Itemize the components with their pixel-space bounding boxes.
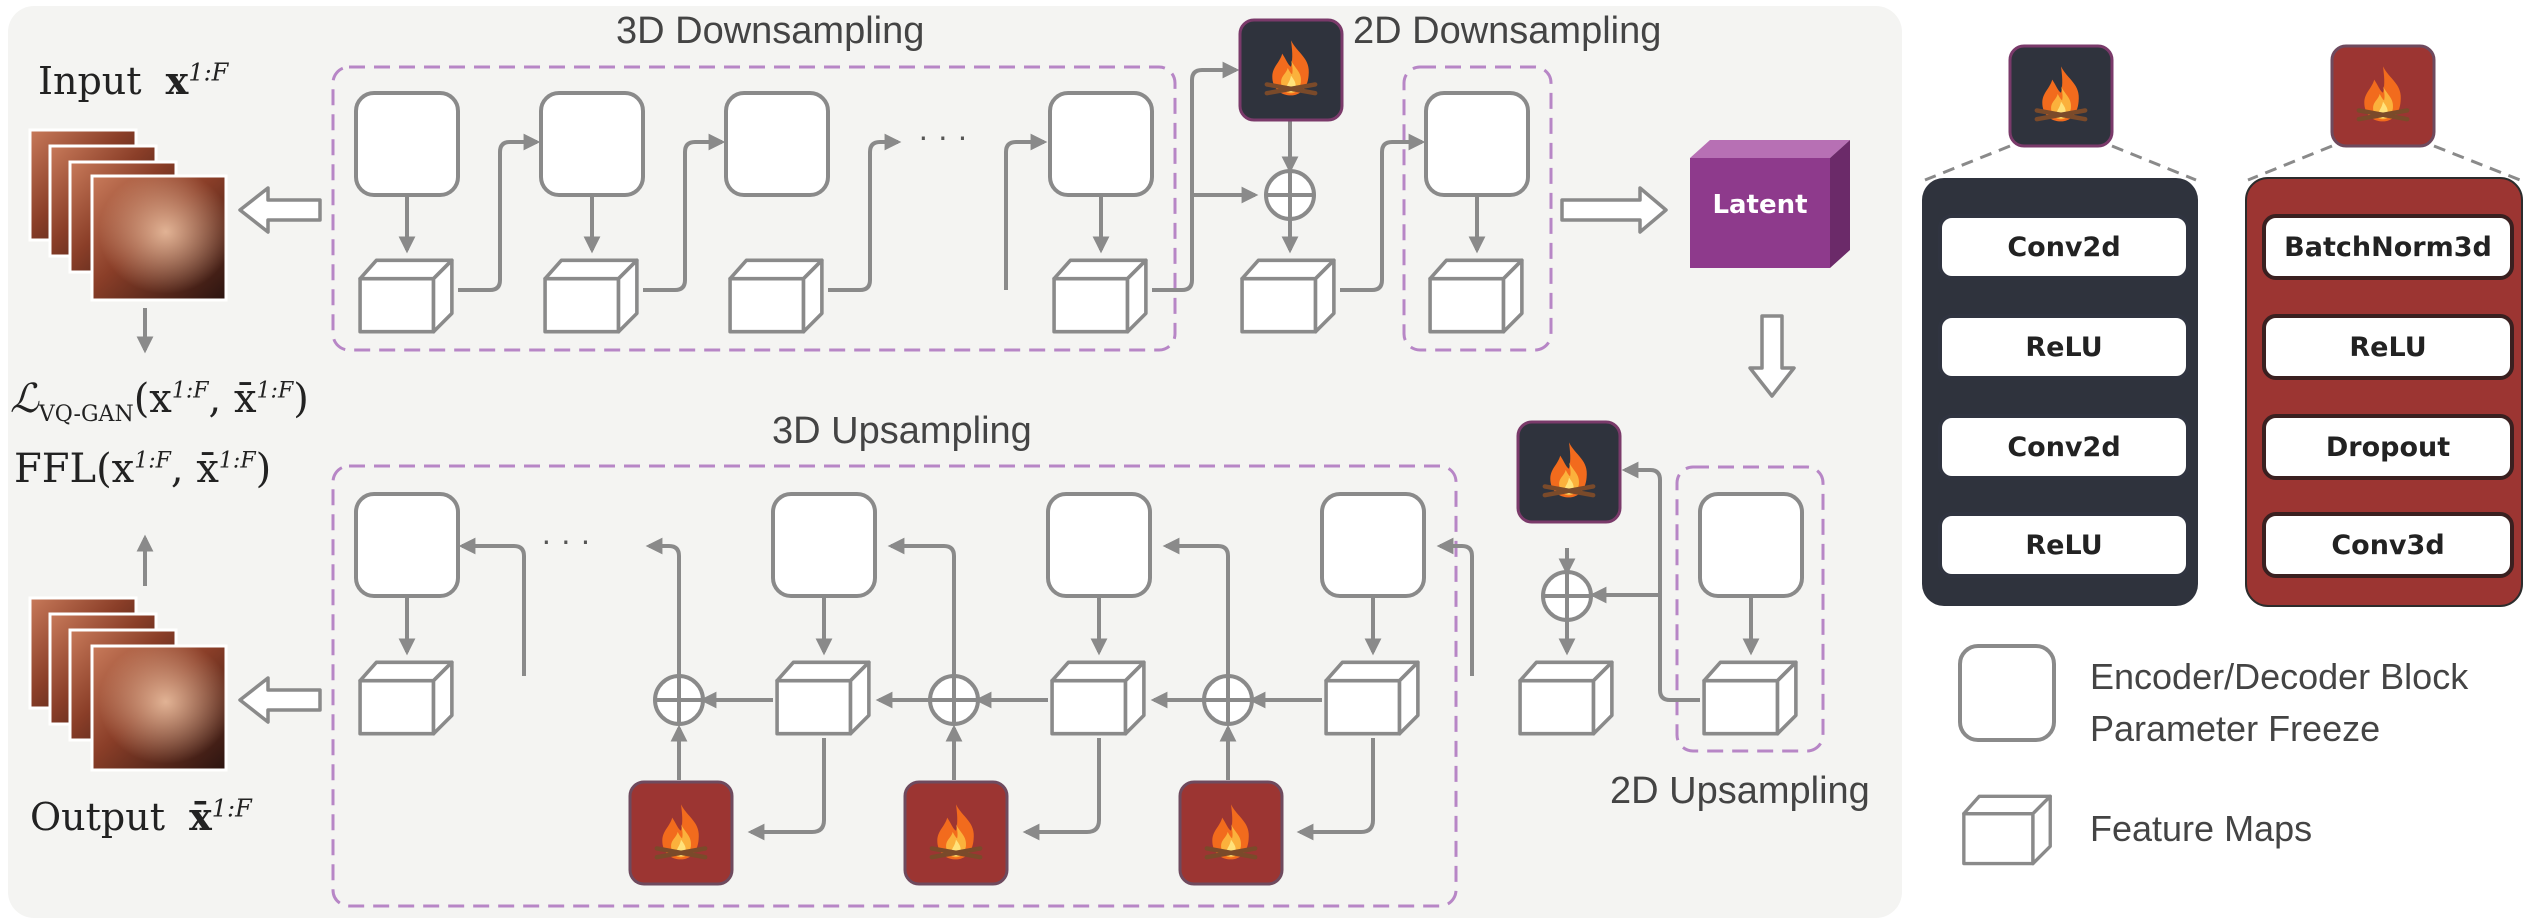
cube-enc-2d: [1428, 258, 1524, 334]
cube-dec-1: [358, 660, 454, 736]
loss-vqgan-sup2: 1:F: [256, 378, 294, 404]
zoom-lines: [1924, 144, 2521, 182]
loss-vqgan-sup1: 1:F: [171, 378, 209, 404]
block-dec-4: [1320, 492, 1426, 598]
flame-tile-red-2: [903, 780, 1009, 886]
block-enc-1: [354, 91, 460, 197]
legend-cube-icon: [1962, 794, 2052, 866]
flame-tile-red-3: [1178, 780, 1284, 886]
arrow-to-latent: [1560, 186, 1668, 234]
red-icon-top: [2330, 44, 2436, 148]
hollow-arrows: [238, 186, 1796, 724]
add-node-encoder: [1264, 169, 1316, 221]
block-enc-3: [724, 91, 830, 197]
block-dec-1: [354, 492, 460, 598]
input-symbol: x: [165, 58, 189, 103]
ellipsis-decoder: · · ·: [541, 522, 591, 558]
loss-vqgan-close: ): [293, 376, 309, 422]
legend-block-line2: Parameter Freeze: [2090, 708, 2381, 749]
output-text: Output: [30, 795, 165, 839]
red-panel: [2245, 177, 2523, 607]
layer-red-1: BatchNorm3d: [2262, 214, 2514, 280]
cube-dec-mid: [1518, 660, 1614, 736]
layer-red-4: Conv3d: [2262, 512, 2514, 578]
dark-panel: [1922, 178, 2198, 606]
loss-ffl-sup2: 1:F: [218, 448, 256, 474]
block-enc-2: [539, 91, 645, 197]
latent-cube: [1690, 140, 1850, 268]
cube-enc-3: [728, 258, 824, 334]
cube-dec-4: [1324, 660, 1420, 736]
layer-red-3: Dropout: [2262, 414, 2514, 480]
group-boxes: [331, 65, 1825, 908]
output-symbol: x̄: [189, 794, 212, 839]
legend-feature: Feature Maps: [2090, 808, 2313, 849]
output-sup: 1:F: [211, 794, 252, 823]
cube-enc-1: [358, 258, 454, 334]
block-dec-2d: [1698, 492, 1804, 598]
downsample-2d-box: [1402, 65, 1553, 352]
loss-vqgan-arg2: , x̄: [208, 376, 257, 422]
block-enc-4: [1048, 91, 1154, 197]
layer-dark-4: ReLU: [1938, 512, 2190, 578]
flame-tile-red-1: [628, 780, 734, 886]
loss-ffl: FFL(x1:F, x̄1:F): [14, 446, 271, 492]
cube-enc-mid: [1240, 258, 1336, 334]
loss-vqgan: ℒVQ-GAN(x1:F, x̄1:F): [10, 376, 309, 427]
encoder-lines: [1004, 133, 1048, 290]
cube-dec-2: [775, 660, 871, 736]
legend-block-line1: Encoder/Decoder Block: [2090, 656, 2469, 697]
loss-vqgan-arg1: (x: [133, 376, 172, 422]
arrow-to-output: [238, 676, 322, 724]
loss-vqgan-sub: VQ-GAN: [38, 402, 134, 427]
upsample-2d-box: [1675, 465, 1825, 753]
output-label: Output x̄1:F: [30, 794, 252, 839]
decoder-blocks: [354, 492, 1804, 598]
cube-enc-2: [543, 258, 639, 334]
loss-ffl-sup1: 1:F: [134, 448, 171, 474]
main-background: [8, 6, 1902, 918]
input-text: Input: [38, 59, 142, 103]
loss-vqgan-symbol: ℒ: [10, 376, 39, 422]
legend-block-icon: [1958, 644, 2056, 742]
add-nodes-decoder: [653, 570, 1593, 726]
downsample-3d-box: [331, 65, 1177, 352]
input-sup: 1:F: [188, 58, 229, 87]
label-2d-downsampling: 2D Downsampling: [1353, 10, 1662, 52]
decoder-arrows: [398, 461, 1760, 841]
block-enc-2d: [1424, 91, 1530, 197]
latent-label: Latent: [1712, 190, 1808, 220]
dark-icon-top: [2008, 44, 2114, 148]
block-dec-3: [1046, 492, 1152, 598]
loss-ffl-arg2: , x̄: [170, 446, 219, 492]
flame-tile-dark-decoder: [1516, 420, 1622, 524]
layer-dark-2: ReLU: [1938, 314, 2190, 380]
block-dec-2: [771, 492, 877, 598]
flame-tile-dark-encoder: [1238, 18, 1344, 122]
layer-dark-1: Conv2d: [1938, 214, 2190, 280]
cube-dec-3: [1050, 660, 1146, 736]
input-label: Input x1:F: [38, 58, 228, 103]
loss-ffl-close: ): [255, 446, 272, 492]
encoder-arrows: [398, 61, 1486, 292]
input-image-stack: [28, 128, 228, 302]
ellipsis-encoder: · · ·: [918, 118, 968, 154]
layer-red-2: ReLU: [2262, 314, 2514, 380]
arrow-to-input: [238, 186, 322, 234]
label-2d-upsampling: 2D Upsampling: [1610, 770, 1870, 812]
cube-enc-4: [1052, 258, 1148, 334]
encoder-blocks: [354, 91, 1530, 197]
flame-tiles: [628, 18, 1622, 886]
layer-dark-3: Conv2d: [1938, 414, 2190, 480]
label-3d-downsampling: 3D Downsampling: [616, 10, 925, 52]
loss-ffl-arg1: FFL(x: [14, 446, 135, 492]
output-image-stack: [28, 596, 228, 772]
arrow-from-latent: [1748, 314, 1796, 398]
cube-dec-2d: [1702, 660, 1798, 736]
label-3d-upsampling: 3D Upsampling: [772, 410, 1032, 452]
